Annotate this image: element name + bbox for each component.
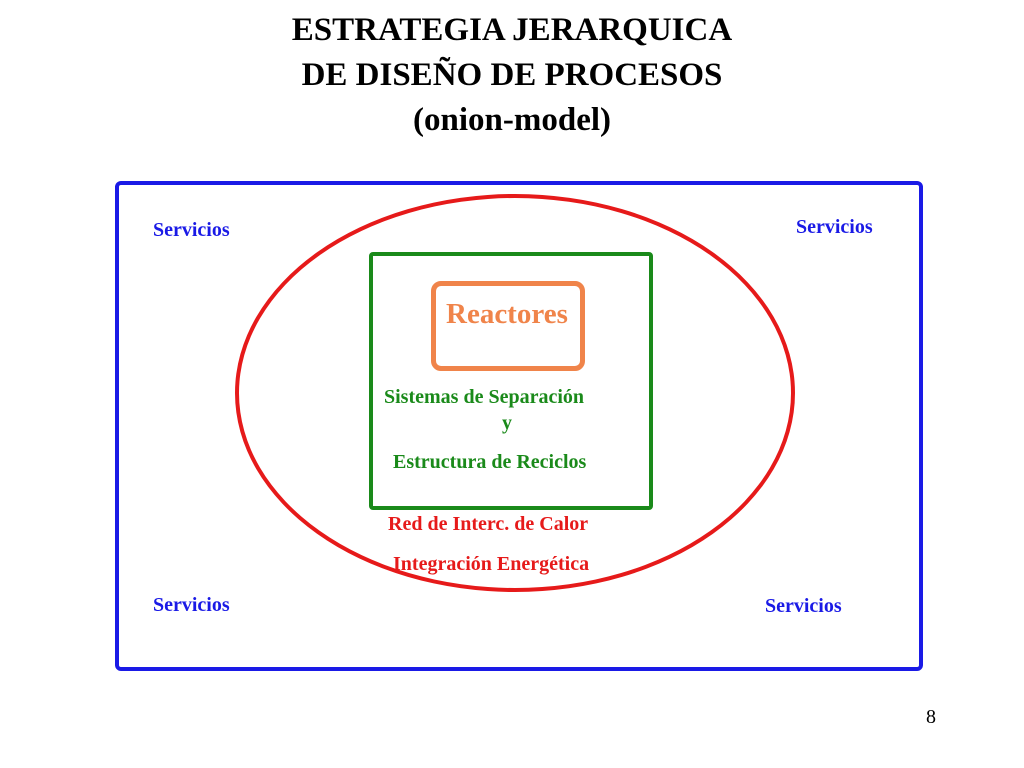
title-line-3: (onion-model): [413, 102, 611, 138]
services-layer-frame: [115, 181, 923, 671]
reactors-label: Reactores: [446, 298, 568, 330]
reactors-layer-box: [431, 281, 585, 371]
title-line-1: ESTRATEGIA JERARQUICA: [291, 12, 733, 48]
separation-connector: y: [502, 412, 512, 434]
services-label-bottom-right: Servicios: [765, 595, 842, 617]
heat-integration-layer-ellipse: [235, 194, 795, 592]
services-label-bottom-left: Servicios: [153, 594, 230, 616]
heat-exchange-network-label: Red de Interc. de Calor: [388, 513, 589, 535]
page-number: 8: [926, 706, 936, 728]
separation-label: Sistemas de Separación: [384, 386, 584, 408]
recycle-structure-label: Estructura de Reciclos: [393, 451, 587, 473]
services-label-top-left: Servicios: [153, 219, 230, 241]
title-line-2: DE DISEÑO DE PROCESOS: [301, 57, 723, 93]
slide-title: ESTRATEGIA JERARQUICA DE DISEÑO DE PROCE…: [0, 8, 1024, 143]
separation-layer-box: [369, 252, 653, 510]
services-label-top-right: Servicios: [796, 216, 873, 238]
energy-integration-label: Integración Energética: [393, 553, 590, 575]
